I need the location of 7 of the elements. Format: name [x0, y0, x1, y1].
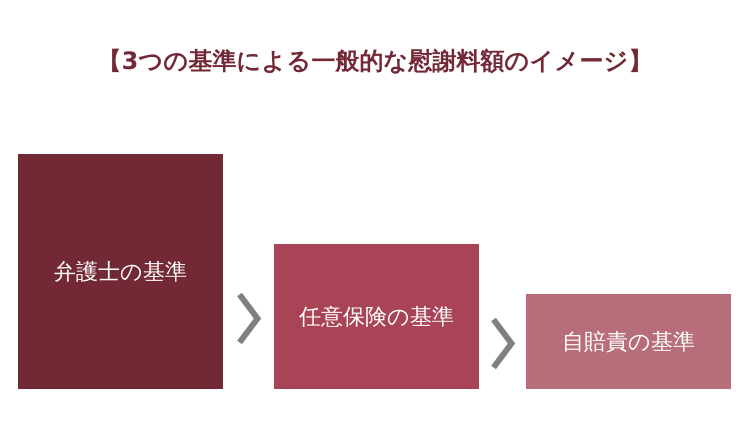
standard-bar — [526, 294, 731, 389]
standard-bar — [274, 244, 479, 389]
bar-label: 自賠責の基準 — [562, 328, 695, 356]
diagram-title: 【3つの基準による一般的な慰謝料額のイメージ】 — [98, 46, 652, 77]
bar-label: 弁護士の基準 — [54, 258, 187, 286]
standard-bar — [18, 154, 223, 389]
bar-label: 任意保険の基準 — [299, 304, 454, 332]
